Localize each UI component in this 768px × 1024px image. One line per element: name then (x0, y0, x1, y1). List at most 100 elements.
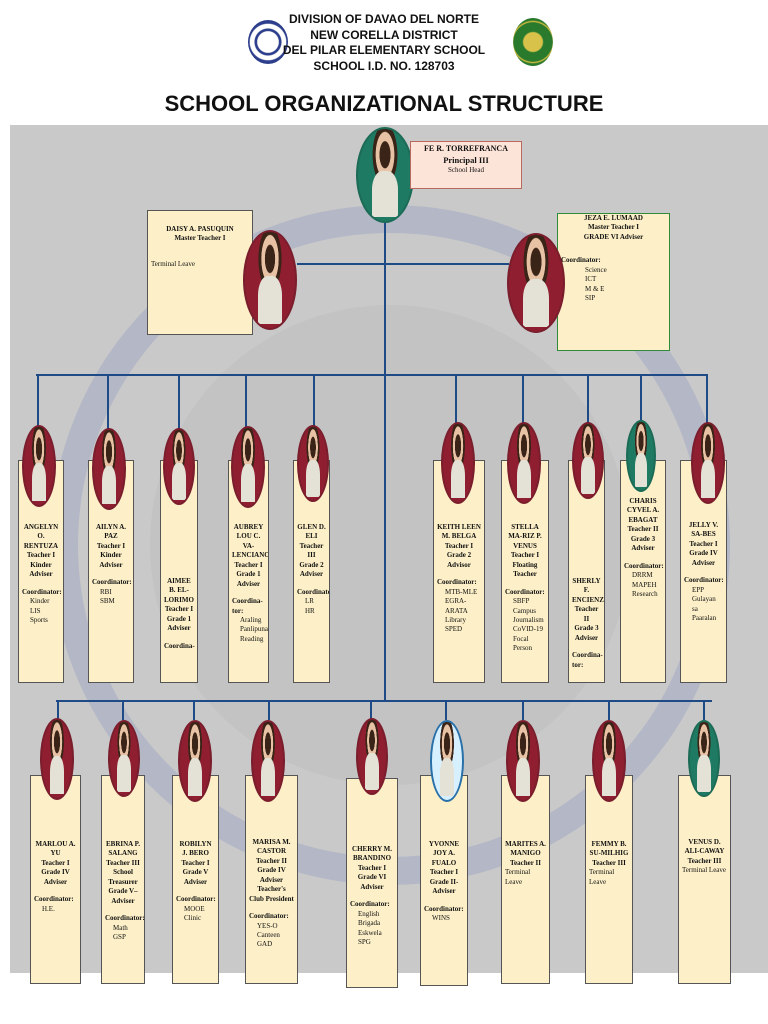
connector-line (706, 374, 708, 429)
member-role: Teacher I (96, 541, 126, 550)
principal-name: FE R. TORREFRANCA (424, 144, 508, 153)
coordinator-heading: Coordinator: (176, 895, 216, 904)
coordinator-item: H.E. (42, 904, 55, 913)
member-name: FEMMY B. SU-MILHIG (589, 840, 629, 858)
connector-line (522, 700, 524, 720)
member-role: Teacher III (592, 858, 626, 867)
coordinator-item: M & E (585, 284, 605, 293)
connector-line (640, 374, 642, 429)
member-photo (163, 428, 195, 505)
member-photo (688, 720, 720, 797)
master-teacher-card-right: JEZA E. LUMAAD Master Teacher I GRADE VI… (557, 213, 670, 351)
member-name: SHERLY F. ENCIENZO (572, 577, 604, 604)
connector-line (313, 374, 315, 429)
member-name: MARISA M. CASTOR (252, 838, 291, 856)
coordinator-item: Sports (30, 615, 48, 624)
member-photo (356, 718, 388, 795)
member-role: Teacher I (444, 541, 474, 550)
page-title: SCHOOL ORGANIZATIONAL STRUCTURE (164, 91, 604, 116)
member-role: Teacher I (510, 551, 540, 560)
member-name: VENUS D. ALI-CAWAY (684, 838, 725, 856)
member-advisory: Kinder Adviser (99, 551, 123, 569)
member-role: Teacher III (687, 856, 722, 865)
member-advisory: Grade IV Adviser (41, 868, 70, 886)
member-role: Master Teacher I (587, 223, 640, 232)
coordinator-heading: Coordinator: (561, 256, 601, 265)
member-advisory: School Treasurer (108, 868, 138, 886)
member-advisory: Grade 2 Advisor (446, 551, 472, 569)
member-name: CHERRY M. BRANDINO (352, 845, 392, 863)
member-advisory-2: Teacher's Club President (249, 885, 294, 903)
coordinator-heading: Coordinator: (350, 900, 390, 909)
coordinator-item: MTB-MLE (445, 587, 478, 596)
coordinator-item: EGRA-ARATA (445, 597, 468, 615)
member-role: Teacher I (234, 560, 263, 569)
coordinator-item: SIP (585, 294, 596, 303)
coordinator-item: SPG (358, 937, 371, 946)
member-advisory: Grade IV Adviser (689, 549, 718, 567)
member-role: Teacher III (299, 541, 324, 560)
member-name: MARLOU A. YU (35, 840, 76, 858)
principal-photo (356, 127, 414, 223)
member-advisory: Grade V Adviser (182, 868, 209, 886)
member-role: Teacher I (164, 605, 194, 614)
coordinator-item: LIS (30, 606, 41, 615)
coordinator-heading: Coordinator: (684, 576, 724, 585)
coordinator-item: SPED (445, 625, 463, 634)
coordinator-heading: Coordinator: (624, 561, 664, 570)
header: DIVISION OF DAVAO DEL NORTE NEW CORELLA … (0, 0, 768, 125)
member-role: Teacher I (429, 868, 459, 877)
member-name: ROBILYN J. BERO (179, 840, 212, 858)
member-advisory: GRADE VI Adviser (583, 232, 644, 241)
coordinator-heading: Coordinator: (22, 587, 62, 596)
coordinator-item: HR (305, 606, 315, 615)
principal-role: Principal III (443, 154, 489, 165)
member-name: KEITH LEEN M. BELGA (437, 523, 481, 541)
coordinator-heading: Coordina-tor: (572, 651, 603, 669)
coordinator-item: Math (113, 923, 128, 932)
member-photo (22, 425, 56, 507)
member-advisory: Floating Teacher (512, 560, 538, 579)
member-name: YVONNE JOY A. FUALO (428, 840, 460, 867)
member-role: Master Teacher I (174, 234, 226, 243)
coordinator-item: Gulayan sa Paaralan (692, 595, 717, 622)
member-role: Teacher III (106, 858, 140, 867)
school-id: SCHOOL I.D. NO. 128703 (313, 58, 455, 73)
member-role: Teacher I (181, 858, 210, 867)
member-name: AIMEE B. EL-LORIMO (164, 577, 194, 604)
member-advisory: Grade 2 Adviser (299, 560, 324, 579)
coordinator-heading: Coordinator: (297, 587, 329, 596)
member-advisory: Grade VI Adviser (357, 873, 387, 891)
deped-seal-icon (248, 20, 288, 64)
member-note: Terminal Leave (151, 259, 196, 268)
connector-line (608, 700, 610, 720)
coordinator-item: English (358, 909, 380, 918)
coordinator-heading: Coordinator: (92, 578, 132, 587)
coordinator-item: Campus Journalism (513, 606, 544, 624)
connector-line (122, 700, 124, 720)
member-advisory: Kinder Adviser (29, 560, 53, 579)
member-photo (507, 233, 565, 333)
member-advisory: Grade 1 Adviser (166, 614, 192, 633)
coordinator-heading: Coordinator: (34, 895, 74, 904)
connector-line (445, 700, 447, 720)
member-photo (40, 718, 74, 800)
member-name: JEZA E. LUMAAD (584, 214, 643, 222)
coordinator-item: ICT (585, 275, 597, 284)
coordinator-item: Science (585, 265, 607, 274)
member-name: AILYN A. PAZ (95, 523, 127, 541)
coordinator-heading: Coordina-tor: (232, 597, 263, 615)
coordinator-item: DRRM (632, 571, 653, 580)
member-role: Teacher I (41, 858, 70, 867)
member-role: Teacher II (510, 858, 541, 867)
school-name: DEL PILAR ELEMENTARY SCHOOL (282, 43, 486, 57)
coordinator-item: Brigada Eskwela (358, 919, 382, 937)
watermark-inner (150, 305, 630, 785)
coordinator-heading: Coordinator: (424, 904, 464, 913)
